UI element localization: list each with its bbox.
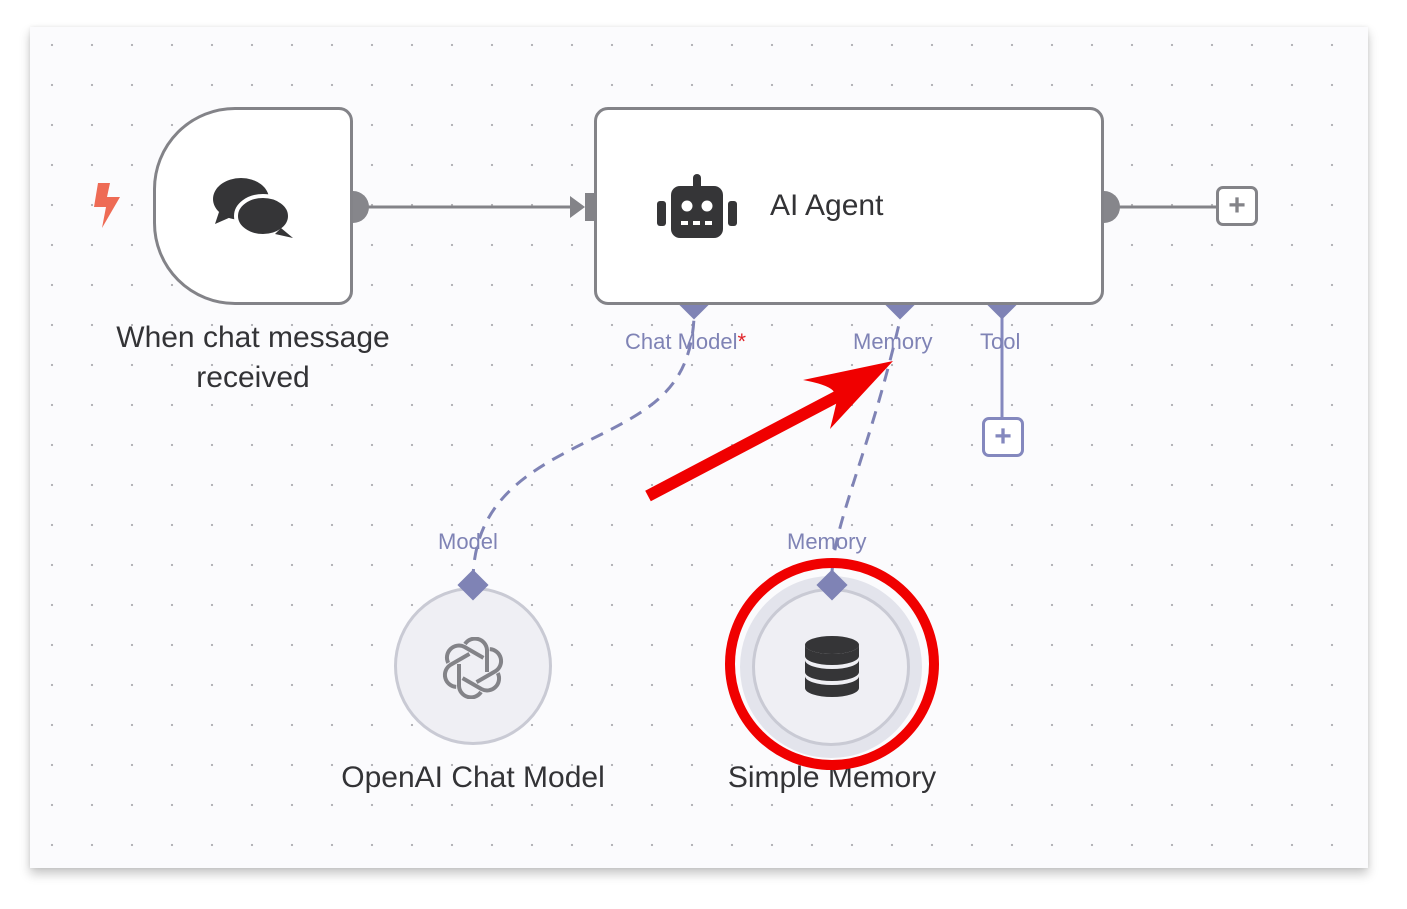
robot-icon <box>657 174 737 238</box>
port-memory-output[interactable] <box>815 568 849 602</box>
port-label-memory: Memory <box>853 329 933 354</box>
node-openai-chat-model[interactable] <box>394 587 552 745</box>
port-label-model: Model <box>438 529 498 554</box>
add-node-button[interactable]: + <box>1216 186 1258 226</box>
node-chat-trigger[interactable] <box>153 107 353 305</box>
port-label-chat-model: Chat Model* <box>625 329 746 355</box>
port-label-chat-model-text: Chat Model <box>625 329 738 354</box>
lightning-bolt-icon <box>94 183 120 228</box>
node-simple-memory-inner <box>752 588 910 746</box>
node-label-openai: OpenAI Chat Model <box>341 761 605 794</box>
node-label-memory: Simple Memory <box>727 761 937 794</box>
port-openai-output[interactable] <box>456 568 490 602</box>
node-label-chat-trigger: When chat message received <box>116 321 390 394</box>
port-label-memory-sub: Memory <box>787 529 867 554</box>
port-label-tool: Tool <box>980 329 1021 354</box>
chat-bubbles-icon <box>213 178 293 238</box>
node-ai-agent[interactable] <box>594 107 1104 305</box>
add-tool-button[interactable]: + <box>982 417 1024 457</box>
required-mark: * <box>737 329 747 354</box>
node-simple-memory[interactable] <box>740 576 922 758</box>
node-label-ai-agent: AI Agent <box>770 189 884 222</box>
database-icon <box>805 636 859 697</box>
openai-logo-icon <box>442 637 504 699</box>
